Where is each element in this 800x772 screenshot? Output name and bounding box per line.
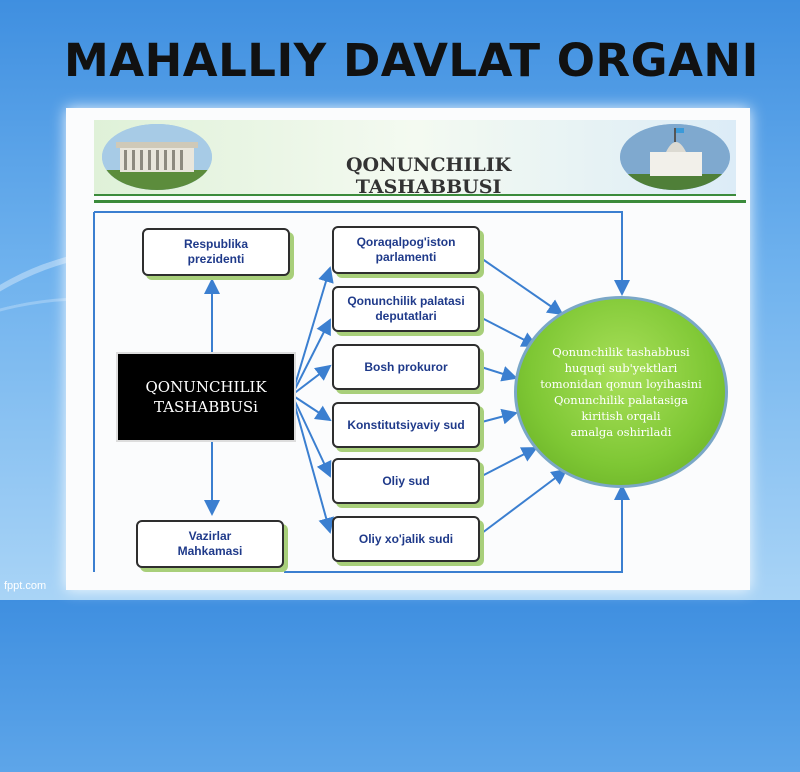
body-label: Oliy sud bbox=[382, 473, 430, 488]
watermark: fppt.com bbox=[4, 580, 47, 592]
parliament-building-image bbox=[102, 124, 212, 190]
body-label: Oliy xo'jalik sudi bbox=[358, 531, 454, 546]
header-banner: QONUNCHILIK TASHABBUSI bbox=[94, 120, 736, 198]
banner-title-line1: QONUNCHILIK bbox=[346, 154, 512, 176]
central-initiative-label: QONUNCHILIK TASHABBUSi bbox=[145, 378, 267, 416]
ministers-label: Vazirlar Mahkamasi bbox=[177, 529, 243, 558]
body-box: Bosh prokuror bbox=[332, 344, 480, 390]
banner-title: QONUNCHILIK TASHABBUSI bbox=[346, 154, 511, 198]
banner-divider bbox=[94, 200, 746, 203]
banner-title-line2: TASHABBUSI bbox=[355, 176, 502, 198]
slide-title: MAHALLIY DAVLAT ORGANI bbox=[64, 34, 759, 87]
body-box: Qonunchilik palatasi deputatlari bbox=[332, 286, 480, 332]
ministers-box: Vazirlar Mahkamasi bbox=[136, 520, 284, 568]
body-label: Qoraqalpog'iston parlamenti bbox=[356, 235, 456, 264]
body-label: Konstitutsiyaviy sud bbox=[347, 417, 465, 432]
president-box: Respublika prezidenti bbox=[142, 228, 290, 276]
body-box: Konstitutsiyaviy sud bbox=[332, 402, 480, 448]
diagram-panel: QONUNCHILIK TASHABBUSI bbox=[66, 108, 750, 590]
body-label: Bosh prokuror bbox=[364, 359, 448, 374]
result-text: Qonunchilik tashabbusi huquqi sub'yektla… bbox=[540, 345, 702, 439]
result-oval: Qonunchilik tashabbusi huquqi sub'yektla… bbox=[514, 296, 728, 488]
flow-arrows bbox=[93, 211, 630, 573]
body-box: Oliy xo'jalik sudi bbox=[332, 516, 480, 562]
government-building-image bbox=[620, 124, 730, 190]
body-box: Oliy sud bbox=[332, 458, 480, 504]
body-label: Qonunchilik palatasi deputatlari bbox=[347, 294, 465, 323]
body-box: Qoraqalpog'iston parlamenti bbox=[332, 226, 480, 274]
president-label: Respublika prezidenti bbox=[183, 237, 249, 266]
central-initiative-box: QONUNCHILIK TASHABBUSi bbox=[116, 352, 296, 442]
